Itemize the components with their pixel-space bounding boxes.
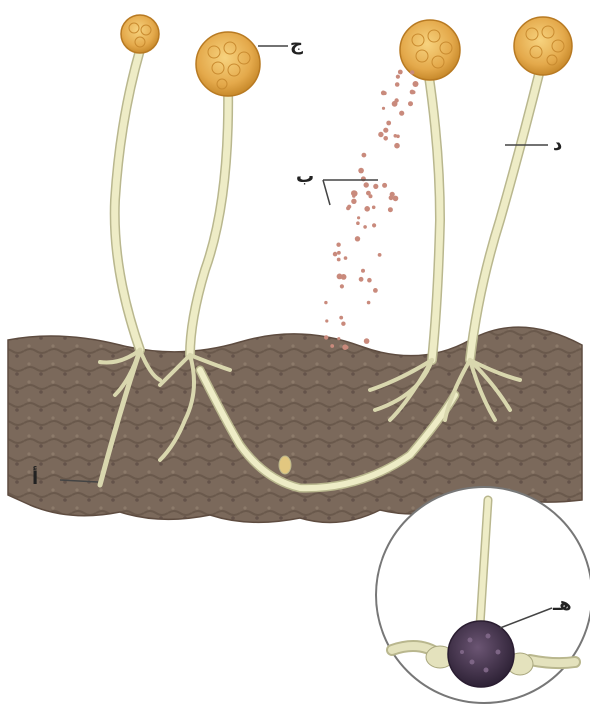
- spore: [412, 90, 416, 94]
- spore: [351, 199, 356, 204]
- label-c: ج: [290, 36, 303, 54]
- spore: [373, 184, 378, 189]
- spore: [386, 121, 391, 126]
- spore: [363, 225, 367, 229]
- spore: [337, 337, 340, 340]
- spore: [408, 101, 413, 106]
- spore: [372, 206, 376, 210]
- spore: [382, 107, 385, 110]
- sporangium-icon: [514, 17, 572, 75]
- sporangia: [121, 15, 572, 96]
- spore: [347, 205, 351, 209]
- spore: [394, 143, 400, 149]
- spore: [357, 216, 360, 219]
- spore: [378, 132, 383, 137]
- spore: [366, 191, 371, 196]
- spore: [358, 168, 364, 174]
- sporangium-texture: [129, 23, 564, 89]
- spore: [324, 301, 327, 304]
- spore: [390, 192, 395, 197]
- spore: [339, 316, 343, 320]
- spore: [372, 223, 376, 227]
- sporangium-icon: [196, 32, 260, 96]
- label-b: ب: [296, 168, 314, 186]
- spore: [333, 252, 338, 257]
- spore: [355, 236, 360, 241]
- sporangiophores: [115, 50, 540, 360]
- spore: [336, 243, 340, 247]
- spore: [341, 274, 347, 280]
- spore: [396, 135, 400, 139]
- spore: [373, 288, 378, 293]
- spore: [364, 182, 369, 187]
- spore: [383, 136, 388, 141]
- spore: [378, 253, 382, 257]
- spore: [410, 70, 414, 74]
- spore: [396, 75, 400, 79]
- spore: [361, 269, 365, 273]
- spore: [382, 183, 387, 188]
- spore: [341, 322, 345, 326]
- stolon-node: [279, 456, 291, 474]
- spore: [413, 81, 419, 87]
- label-e: هـ: [553, 596, 572, 614]
- spore: [394, 98, 398, 102]
- spore: [325, 319, 328, 322]
- spore: [383, 91, 387, 95]
- spore: [399, 111, 404, 116]
- spore: [351, 190, 357, 196]
- label-d: د: [553, 136, 562, 154]
- spore: [330, 344, 334, 348]
- spore: [367, 278, 372, 283]
- spore: [337, 258, 341, 262]
- spore: [388, 207, 393, 212]
- spore: [398, 70, 403, 75]
- spore: [395, 82, 400, 87]
- spore: [364, 206, 370, 212]
- spore: [337, 251, 341, 255]
- spore: [324, 335, 328, 339]
- spore: [344, 256, 348, 260]
- spore: [345, 346, 349, 350]
- zygospore-icon: [448, 621, 514, 687]
- spore: [356, 221, 360, 225]
- spore: [359, 277, 364, 282]
- spore: [340, 284, 344, 288]
- label-a: أ: [32, 470, 38, 488]
- spore: [383, 128, 388, 133]
- spore-cloud-icon: [324, 70, 419, 350]
- sporangium-icon: [400, 20, 460, 80]
- spore: [362, 153, 367, 158]
- spore: [364, 338, 370, 344]
- spore: [367, 301, 371, 305]
